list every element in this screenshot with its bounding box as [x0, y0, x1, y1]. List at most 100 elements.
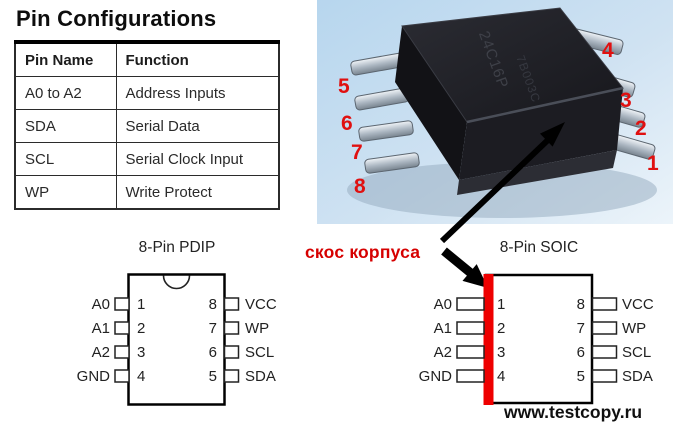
pin-label: A0: [434, 296, 452, 313]
pin-number: 2: [137, 320, 145, 337]
pin-number: 1: [137, 296, 145, 313]
pin-box: [223, 321, 240, 335]
pin-label: SCL: [245, 344, 274, 361]
pin-number: 3: [497, 344, 505, 361]
pin-number: 7: [577, 320, 585, 337]
table-row: A0 to A2 Address Inputs: [14, 76, 280, 110]
pdip-diagram: 8-Pin PDIP A0 A1 A2 GND 1 2: [77, 239, 277, 406]
soic-bevel-bar: [483, 274, 494, 405]
function-cell: Serial Data: [115, 109, 280, 143]
soic-title: 8-Pin SOIC: [500, 239, 578, 256]
table-header-row: Pin Name Function: [14, 41, 280, 77]
pin-number: 4: [497, 368, 505, 385]
pin-label: GND: [419, 368, 453, 385]
photo-pin-number-6: 6: [341, 112, 353, 135]
soic-right-labels: VCC WP SCL SDA: [622, 296, 654, 385]
pin-label: SDA: [622, 368, 653, 385]
pin-lead: [358, 120, 414, 142]
pin-name-cell: SDA: [14, 109, 117, 143]
table-row: WP Write Protect: [14, 175, 280, 210]
pin-name-cell: A0 to A2: [14, 76, 117, 110]
function-cell: Address Inputs: [115, 76, 280, 110]
soic-body: [484, 273, 594, 405]
pin-number: 5: [577, 368, 585, 385]
photo-pin-number-3: 3: [620, 89, 632, 112]
pin-name-cell: WP: [14, 175, 117, 210]
soic-pin-boxes: [456, 297, 618, 383]
pdip-notch: [162, 275, 191, 290]
chip-photo: 24C16P 7B003C 5 6 7 8 4 3 2 1: [317, 0, 673, 224]
pin-box: [223, 345, 240, 359]
chip-photo-drawing: 24C16P 7B003C 5 6 7 8 4 3 2 1: [317, 0, 673, 224]
photo-pin-number-8: 8: [354, 175, 366, 198]
pin-box: [114, 369, 130, 383]
watermark: www.testcopy.ru: [503, 402, 642, 422]
pdip-right-numbers: 8 7 6 5: [209, 296, 217, 385]
pin-label: A2: [92, 344, 110, 361]
pin-label: A0: [92, 296, 110, 313]
bevel-arrow-diagram: [441, 247, 488, 288]
pin-box: [223, 297, 240, 311]
pin-label: VCC: [622, 296, 654, 313]
pin-label: GND: [77, 368, 111, 385]
photo-pin-numbers: 5 6 7 8 4 3 2 1: [338, 39, 659, 198]
pin-number: 3: [137, 344, 145, 361]
pin-box: [591, 297, 618, 311]
pin-number: 8: [209, 296, 217, 313]
pdip-left-labels: A0 A1 A2 GND: [77, 296, 111, 385]
pin-box: [114, 297, 130, 311]
pdip-body: [127, 273, 226, 406]
pin-name-cell: SCL: [14, 142, 117, 176]
pin-lead: [364, 152, 420, 174]
pin-function-table: Pin Name Function A0 to A2 Address Input…: [14, 40, 280, 210]
soic-left-labels: A0 A1 A2 GND: [419, 296, 453, 385]
photo-pin-number-1: 1: [647, 152, 659, 175]
pin-label: WP: [622, 320, 646, 337]
pin-box: [114, 321, 130, 335]
soic-diagram: 8-Pin SOIC A0 A1 A2 GND 1 2: [419, 239, 654, 405]
pin-box: [456, 369, 485, 383]
pin-box: [591, 321, 618, 335]
pin-label: A2: [434, 344, 452, 361]
pin-number: 4: [137, 368, 145, 385]
pin-box: [591, 369, 618, 383]
function-cell: Serial Clock Input: [115, 142, 280, 176]
pdip-right-labels: VCC WP SCL SDA: [245, 296, 277, 385]
bevel-annotation-label: скос корпуса: [305, 242, 421, 262]
photo-pin-number-4: 4: [602, 39, 614, 62]
pin-number: 5: [209, 368, 217, 385]
page-title: Pin Configurations: [16, 6, 217, 31]
pin-number: 8: [577, 296, 585, 313]
photo-pin-number-7: 7: [351, 141, 363, 164]
pdip-left-numbers: 1 2 3 4: [137, 296, 145, 385]
pin-number: 1: [497, 296, 505, 313]
pin-label: SCL: [622, 344, 651, 361]
function-cell: Write Protect: [115, 175, 280, 210]
pdip-pin-boxes: [114, 297, 240, 383]
pin-number: 7: [209, 320, 217, 337]
pin-number: 6: [577, 344, 585, 361]
table-row: SCL Serial Clock Input: [14, 142, 280, 176]
soic-right-numbers: 8 7 6 5: [577, 296, 585, 385]
pin-box: [223, 369, 240, 383]
pin-box: [591, 345, 618, 359]
pin-box: [114, 345, 130, 359]
pin-label: A1: [434, 320, 452, 337]
photo-pin-number-2: 2: [635, 117, 647, 140]
photo-pin-number-5: 5: [338, 75, 350, 98]
table-row: SDA Serial Data: [14, 109, 280, 143]
column-header-function: Function: [115, 41, 280, 77]
pin-box: [456, 321, 485, 335]
pin-number: 2: [497, 320, 505, 337]
pin-box: [456, 297, 485, 311]
pin-label: WP: [245, 320, 269, 337]
chip-edge-highlight: [466, 86, 624, 124]
pin-label: VCC: [245, 296, 277, 313]
soic-left-numbers: 1 2 3 4: [497, 296, 505, 385]
chip-pins-left: [350, 52, 420, 174]
pin-label: A1: [92, 320, 110, 337]
pin-number: 6: [209, 344, 217, 361]
pin-box: [456, 345, 485, 359]
column-header-pin-name: Pin Name: [14, 41, 117, 77]
